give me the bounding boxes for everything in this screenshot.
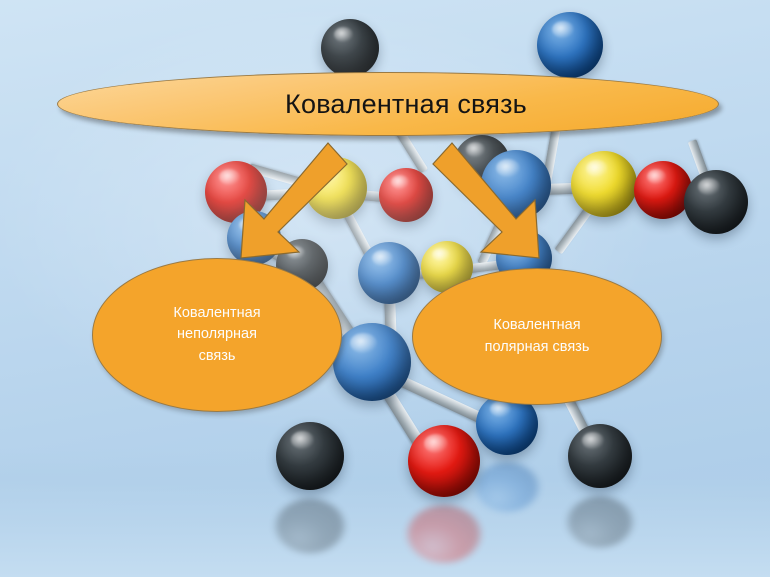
callout-polar-label: Ковалентная полярная связь xyxy=(457,315,618,357)
callout-line: Ковалентная xyxy=(493,317,581,334)
atom-reflection xyxy=(276,498,344,554)
atom-red xyxy=(379,168,433,222)
callout-line: неполярная xyxy=(177,326,257,343)
callout-line: полярная связь xyxy=(484,338,590,355)
arrow-to-nonpolar xyxy=(240,142,348,259)
callout-nonpolar-label: Ковалентная неполярная связь xyxy=(145,303,288,366)
atom-red xyxy=(408,425,480,497)
atom-dark xyxy=(684,170,748,234)
page-title: Ковалентная связь xyxy=(285,88,527,119)
arrow-to-polar xyxy=(432,142,540,259)
callout-line: связь xyxy=(198,347,236,364)
atom-reflection xyxy=(408,505,480,563)
title-banner: Ковалентная связь xyxy=(57,72,719,136)
atom-yellow xyxy=(571,151,637,217)
floor-reflection-surface xyxy=(0,447,770,577)
callout-nonpolar-bond[interactable]: Ковалентная неполярная связь xyxy=(92,258,342,412)
callout-polar-bond[interactable]: Ковалентная полярная связь xyxy=(412,268,662,405)
atom-reflection xyxy=(476,462,538,512)
atom-reflection xyxy=(568,496,632,548)
callout-line: Ковалентная xyxy=(173,305,261,322)
atom-blue xyxy=(333,323,411,401)
atom-blue xyxy=(537,12,603,78)
atom-blue xyxy=(358,242,420,304)
atom-dark xyxy=(276,422,344,490)
atom-dark xyxy=(568,424,632,488)
atom-dark xyxy=(321,19,379,77)
atom-red xyxy=(634,161,692,219)
